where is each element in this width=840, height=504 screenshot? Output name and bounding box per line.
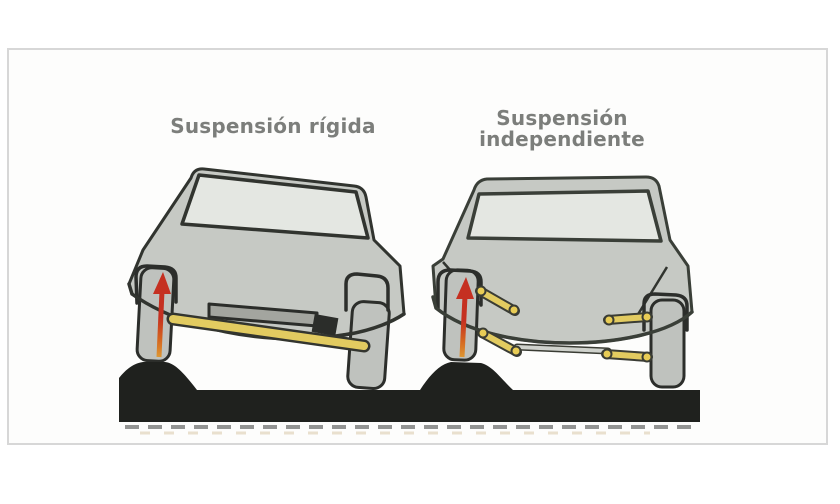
rigid-suspension-car xyxy=(127,167,406,390)
differential-shadow xyxy=(311,314,339,336)
independent-suspension-label: Suspensión independiente xyxy=(479,106,645,151)
lower-crossbar xyxy=(513,343,612,355)
left-wheel-arch xyxy=(134,264,178,305)
rear-window xyxy=(466,189,663,243)
control-arm-lower-right xyxy=(601,349,653,362)
rear-window xyxy=(180,173,370,240)
right-wheel-arch xyxy=(642,292,689,332)
right-wheel-arch xyxy=(344,272,390,312)
up-arrow-icon xyxy=(456,277,474,358)
right-wheel xyxy=(649,298,686,389)
right-fender-crease xyxy=(635,266,669,317)
ball-joints xyxy=(475,285,653,363)
up-arrow-icon xyxy=(153,272,171,358)
rigid-suspension-label: Suspensión rígida xyxy=(170,114,376,138)
road-shape xyxy=(119,362,700,422)
road xyxy=(119,362,700,435)
bumper-sweep-line xyxy=(431,295,694,345)
left-wheel-arch xyxy=(436,268,483,310)
independent-suspension-car xyxy=(431,175,694,389)
control-arm-upper-right xyxy=(603,312,653,325)
rigid-axle xyxy=(166,312,371,353)
